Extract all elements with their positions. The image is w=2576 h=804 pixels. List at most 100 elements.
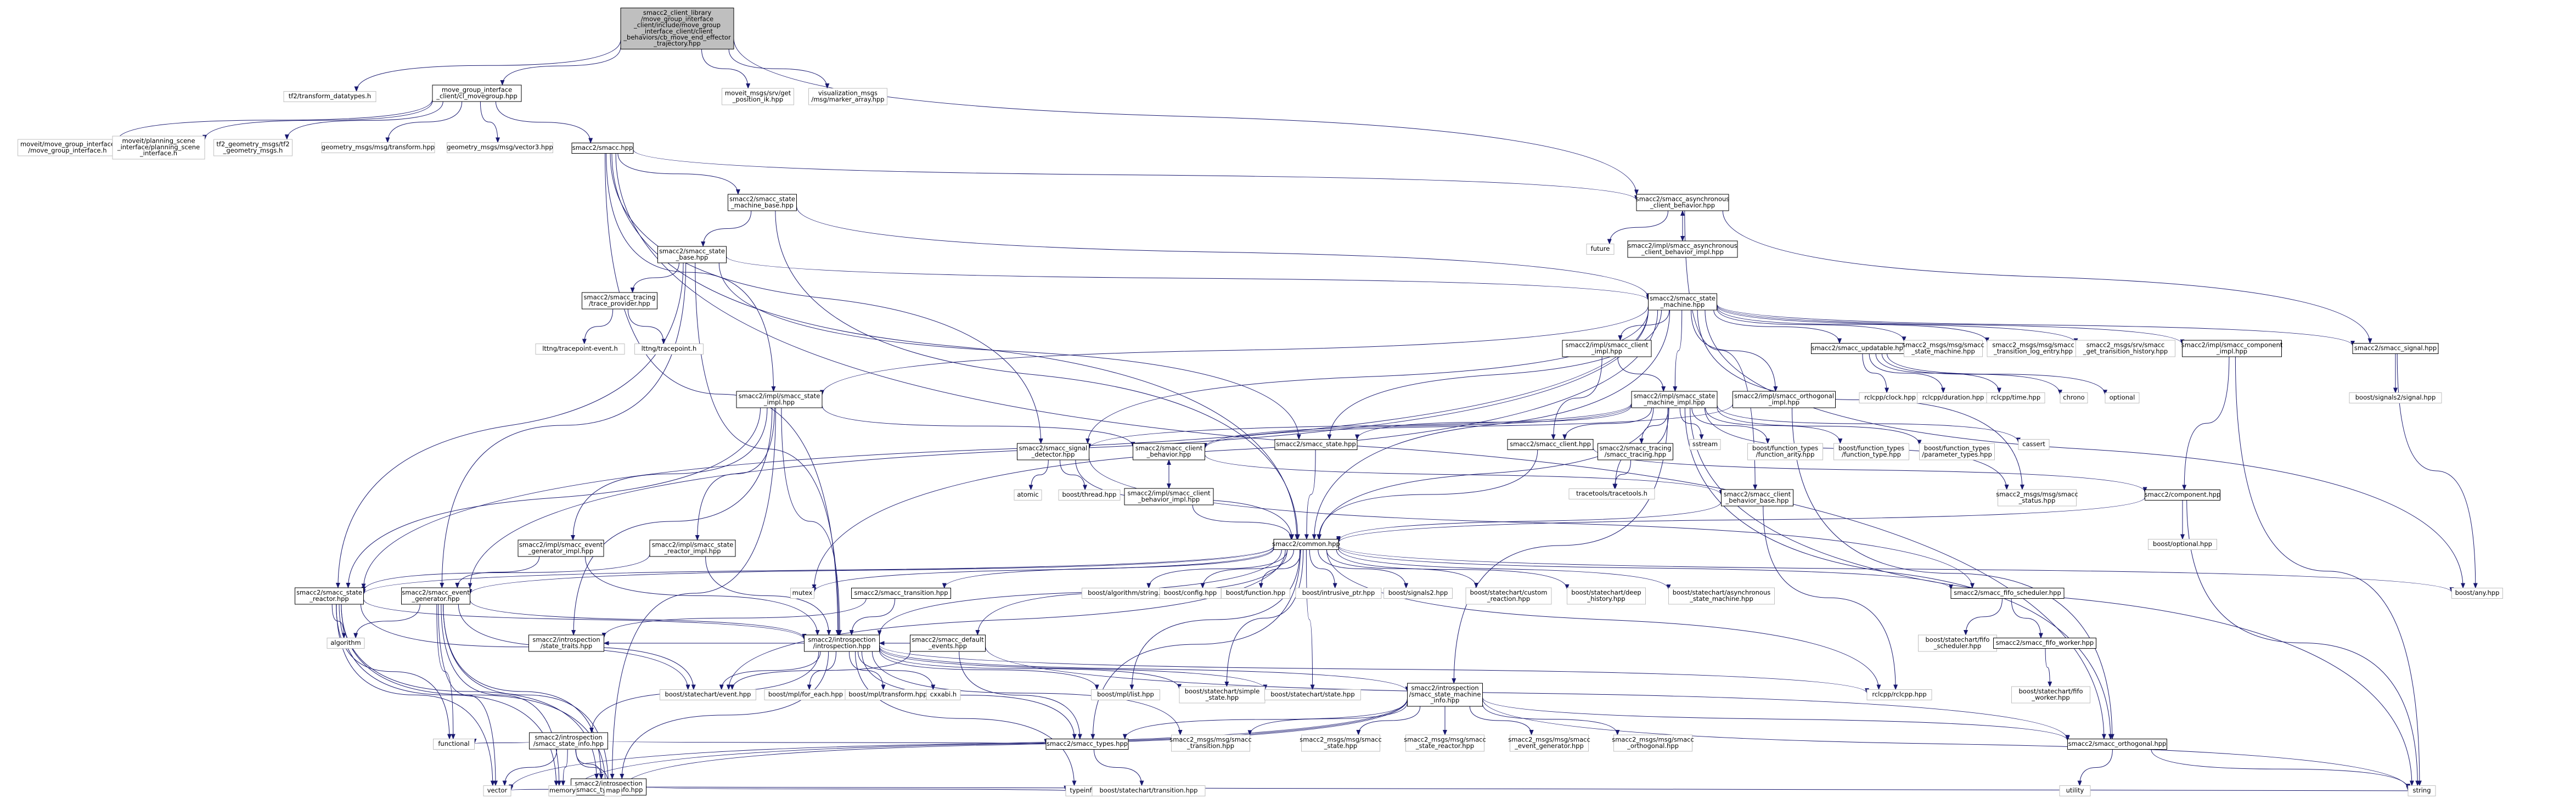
node-sm[interactable]: smacc2/smacc_state_machine.hpp <box>1648 293 1717 311</box>
node-clientbeh[interactable]: smacc2/smacc_client_behavior.hpp <box>1133 443 1205 460</box>
node-tracing[interactable]: smacc2/smacc_tracing/trace_provider.hpp <box>582 292 657 310</box>
node-label-line: smacc2_msgs/msg/smacc <box>1992 341 2074 349</box>
node-defevents[interactable]: smacc2/smacc_default_events.hpp <box>910 634 986 652</box>
node-label-line: _behavior.hpp <box>1146 451 1191 458</box>
edge-mgicl-to-geotf <box>385 101 463 143</box>
node-frame <box>327 638 365 649</box>
edge-smimpl-to-cassert <box>1717 404 2021 443</box>
node-common[interactable]: smacc2/common.hpp <box>1272 539 1340 550</box>
node-introspection[interactable]: smacc2/introspection/introspection.hpp <box>804 634 880 652</box>
node-frame <box>2059 785 2091 796</box>
node-label-line: boost/signals2.hpp <box>1388 589 1448 597</box>
edge-typeinfo_h-to-typeinfo <box>646 785 1068 791</box>
node-component[interactable]: smacc2/component.hpp <box>2145 490 2221 501</box>
edge-sm-to-smimpl <box>1673 310 1683 392</box>
node-vizmarker: visualization_msgs/msg/marker_array.hpp <box>808 88 887 105</box>
edge-smstateinfo-to-map <box>619 699 1408 791</box>
edge-defevents-to-bscevent <box>730 651 910 690</box>
node-frame <box>2451 588 2503 599</box>
node-atomic: atomic <box>1014 490 1042 501</box>
node-evgenimpl[interactable]: smacc2/impl/smacc_event_generator_impl.h… <box>518 539 604 557</box>
node-signal[interactable]: smacc2/smacc_signal.hpp <box>2352 343 2439 354</box>
node-frame <box>728 194 797 211</box>
node-frame <box>1918 634 1997 652</box>
node-transition[interactable]: smacc2/smacc_transition.hpp <box>851 588 951 599</box>
edge-sm-to-common <box>1312 310 1671 540</box>
edge-common-to-balgo <box>1146 549 1288 589</box>
node-label-line: _scheduler.hpp <box>1933 642 1982 650</box>
node-frame <box>1631 391 1718 408</box>
node-clientbehimpl[interactable]: smacc2/impl/smacc_client_behavior_impl.h… <box>1124 488 1214 505</box>
node-reactorimpl[interactable]: smacc2/impl/smacc_state_reactor_impl.hpp <box>649 539 736 557</box>
node-label-line: cxxabi.h <box>930 690 957 698</box>
node-frame <box>2349 392 2442 403</box>
node-frame <box>2011 686 2090 704</box>
edge-sm-to-signal <box>1717 303 2355 346</box>
edge-evgenimpl-to-evgen <box>455 556 540 588</box>
node-label-line: /function_type.hpp <box>1842 451 1901 458</box>
node-compimpl[interactable]: smacc2/impl/smacc_component_impl.hpp <box>2181 340 2283 357</box>
node-label-line: _reactor.hpp <box>309 595 348 603</box>
node-frame <box>1648 293 1717 311</box>
node-statehpp[interactable]: smacc2/smacc_state.hpp <box>1274 439 1358 450</box>
edge-smacctypes-to-bsctransition <box>1094 749 1144 786</box>
edge-introspection-to-bmpllist <box>879 650 1099 690</box>
node-frame <box>1636 194 1729 211</box>
edge-asyncbeh-to-signal <box>1722 210 2372 344</box>
node-frame <box>1586 244 1615 255</box>
node-tracinghpp[interactable]: smacc2/smacc_tracing/smacc_tracing.hpp <box>1598 443 1673 460</box>
node-future: future <box>1586 244 1615 255</box>
edge-smimpl-to-clientbeh <box>1202 403 1632 449</box>
node-label-line: smacc2/impl/smacc_component <box>2181 341 2283 349</box>
node-frame <box>604 785 622 796</box>
node-label-line: _impl.hpp <box>1591 347 1622 355</box>
node-smacc[interactable]: smacc2/smacc.hpp <box>571 143 634 154</box>
node-moveitgetpos: moveit_msgs/srv/get_position_ik.hpp <box>722 88 794 105</box>
node-clientimpl[interactable]: smacc2/impl/smacc_client_impl.hpp <box>1562 340 1652 357</box>
edge-smstateinfo-to-msgorth <box>1482 703 1620 735</box>
node-label-line: moveit/move_group_interface <box>20 140 115 148</box>
node-rcltime: rclcpp/time.hpp <box>1986 392 2045 403</box>
node-fifoworker[interactable]: smacc2/smacc_fifo_worker.hpp <box>1993 638 2096 649</box>
node-root[interactable]: smacc2_client_library/move_group_interfa… <box>620 8 734 49</box>
node-bsignals2: boost/signals2.hpp <box>1383 588 1453 599</box>
node-smstateinfo[interactable]: smacc2/introspection/smacc_state_machine… <box>1407 683 1483 707</box>
node-statetraits[interactable]: smacc2/introspection/state_traits.hpp <box>528 634 604 652</box>
node-asyncimpl[interactable]: smacc2/impl/smacc_asynchronous_client_be… <box>1627 240 1738 258</box>
node-smacctypes[interactable]: smacc2/smacc_types.hpp <box>1045 739 1129 750</box>
node-label-line: smacc2/smacc_signal <box>1019 445 1088 452</box>
node-label-line: _reactor_impl.hpp <box>663 547 721 555</box>
node-orthimpl[interactable]: smacc2/impl/smacc_orthogonal_impl.hpp <box>1733 391 1836 408</box>
node-frame <box>112 136 205 160</box>
node-evgen[interactable]: smacc2/smacc_event_generator.hpp <box>401 587 470 605</box>
node-label-line: _client_behavior_impl.hpp <box>1641 248 1724 256</box>
node-clienthpp[interactable]: smacc2/smacc_client.hpp <box>1507 439 1594 450</box>
node-fifosched[interactable]: smacc2/smacc_fifo_scheduler.hpp <box>1950 588 2065 599</box>
node-asyncbeh[interactable]: smacc2/smacc_asynchronous_client_behavio… <box>1636 194 1730 211</box>
node-smbase[interactable]: smacc2/smacc_state_machine_base.hpp <box>728 194 797 211</box>
node-clientbehbase[interactable]: smacc2/smacc_client_behavior_base.hpp <box>1721 489 1793 507</box>
node-label-line: smacc2/impl/smacc_state <box>1634 392 1716 400</box>
node-updatable[interactable]: smacc2/smacc_updatable.hpp <box>1811 343 1908 354</box>
node-label-line: _state_reactor.hpp <box>1415 742 1474 750</box>
node-sigdet[interactable]: smacc2/smacc_signal_detector.hpp <box>1017 443 1089 460</box>
node-orthogonal[interactable]: smacc2/smacc_orthogonal.hpp <box>2067 739 2167 750</box>
edge-introspection-to-msgtransition <box>871 651 1183 735</box>
node-stateimpl[interactable]: smacc2/impl/smacc_state_impl.hpp <box>736 391 823 408</box>
node-label-line: _state_machine.hpp <box>1911 347 1975 355</box>
edge-smstateinfo-to-smacctypes <box>1122 700 1408 740</box>
node-label-line: smacc2/common.hpp <box>1272 540 1340 548</box>
node-stateinfo[interactable]: smacc2/introspection/smacc_state_info.hp… <box>529 732 608 750</box>
node-statebase[interactable]: smacc2/smacc_state_base.hpp <box>657 246 727 263</box>
node-label-line: _behavior_impl.hpp <box>1138 496 1200 503</box>
node-reactor[interactable]: smacc2/smacc_state_reactor.hpp <box>295 587 364 605</box>
node-smimpl[interactable]: smacc2/impl/smacc_state_machine_impl.hpp <box>1631 391 1718 408</box>
node-label-line: _generator_impl.hpp <box>528 547 594 555</box>
node-label-line: _behaviors/cb_move_end_effector <box>623 33 731 41</box>
edge-component-to-string <box>2186 500 2420 786</box>
node-label-line: visualization_msgs <box>818 89 878 97</box>
node-memory: memory <box>548 785 577 796</box>
edge-statebase-to-reactor <box>335 262 684 588</box>
edge-statebase-to-introspection <box>695 262 841 636</box>
node-mgicl[interactable]: move_group_interface_client/cl_movegroup… <box>432 85 522 102</box>
